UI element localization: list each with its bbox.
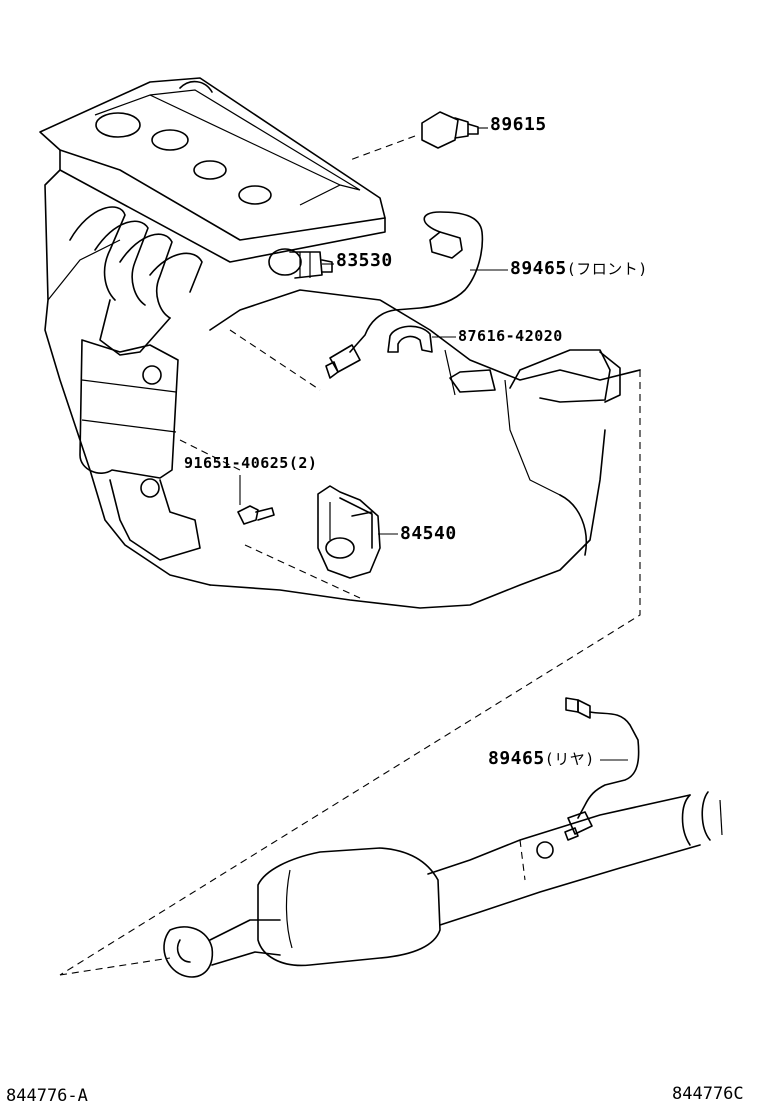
part-quantity-91651: (2) [288, 454, 318, 472]
part-number-89615: 89615 [490, 114, 547, 135]
part-number-91651-40625: 91651-40625 [184, 454, 289, 472]
part-number-83530: 83530 [336, 250, 393, 271]
label-91651-40625: 91651-40625(2) [184, 456, 317, 471]
footer-right-code: 844776C [672, 1084, 744, 1104]
engine-block [39, 77, 641, 609]
bolt-91651 [237, 505, 275, 525]
clamp-87616 [387, 325, 433, 353]
neutral-start-switch-84540 [317, 485, 381, 579]
part-number-89465-rear: 89465 [488, 748, 545, 769]
oxygen-sensor-front [325, 211, 484, 379]
oil-pressure-switch-83530 [268, 248, 333, 279]
exhaust-pipe-catalyst [163, 791, 723, 978]
part-note-front: (フロント) [566, 260, 648, 278]
label-87616-42020: 87616-42020 [458, 329, 563, 344]
part-number-89465-front: 89465 [510, 258, 567, 279]
dashed-reference-lines [59, 135, 641, 976]
leader-lines [239, 127, 628, 761]
label-83530: 83530 [336, 252, 393, 270]
label-84540: 84540 [400, 525, 457, 543]
part-number-87616-42020: 87616-42020 [458, 327, 563, 345]
label-89615: 89615 [490, 116, 547, 134]
part-note-rear: (リヤ) [544, 750, 595, 768]
oxygen-sensor-rear [536, 697, 640, 859]
label-89465-front: 89465(フロント) [510, 260, 648, 278]
part-number-84540: 84540 [400, 523, 457, 544]
footer-left-code: 844776-A [6, 1086, 88, 1106]
knock-sensor-89615 [421, 111, 479, 149]
label-89465-rear: 89465(リヤ) [488, 750, 595, 768]
